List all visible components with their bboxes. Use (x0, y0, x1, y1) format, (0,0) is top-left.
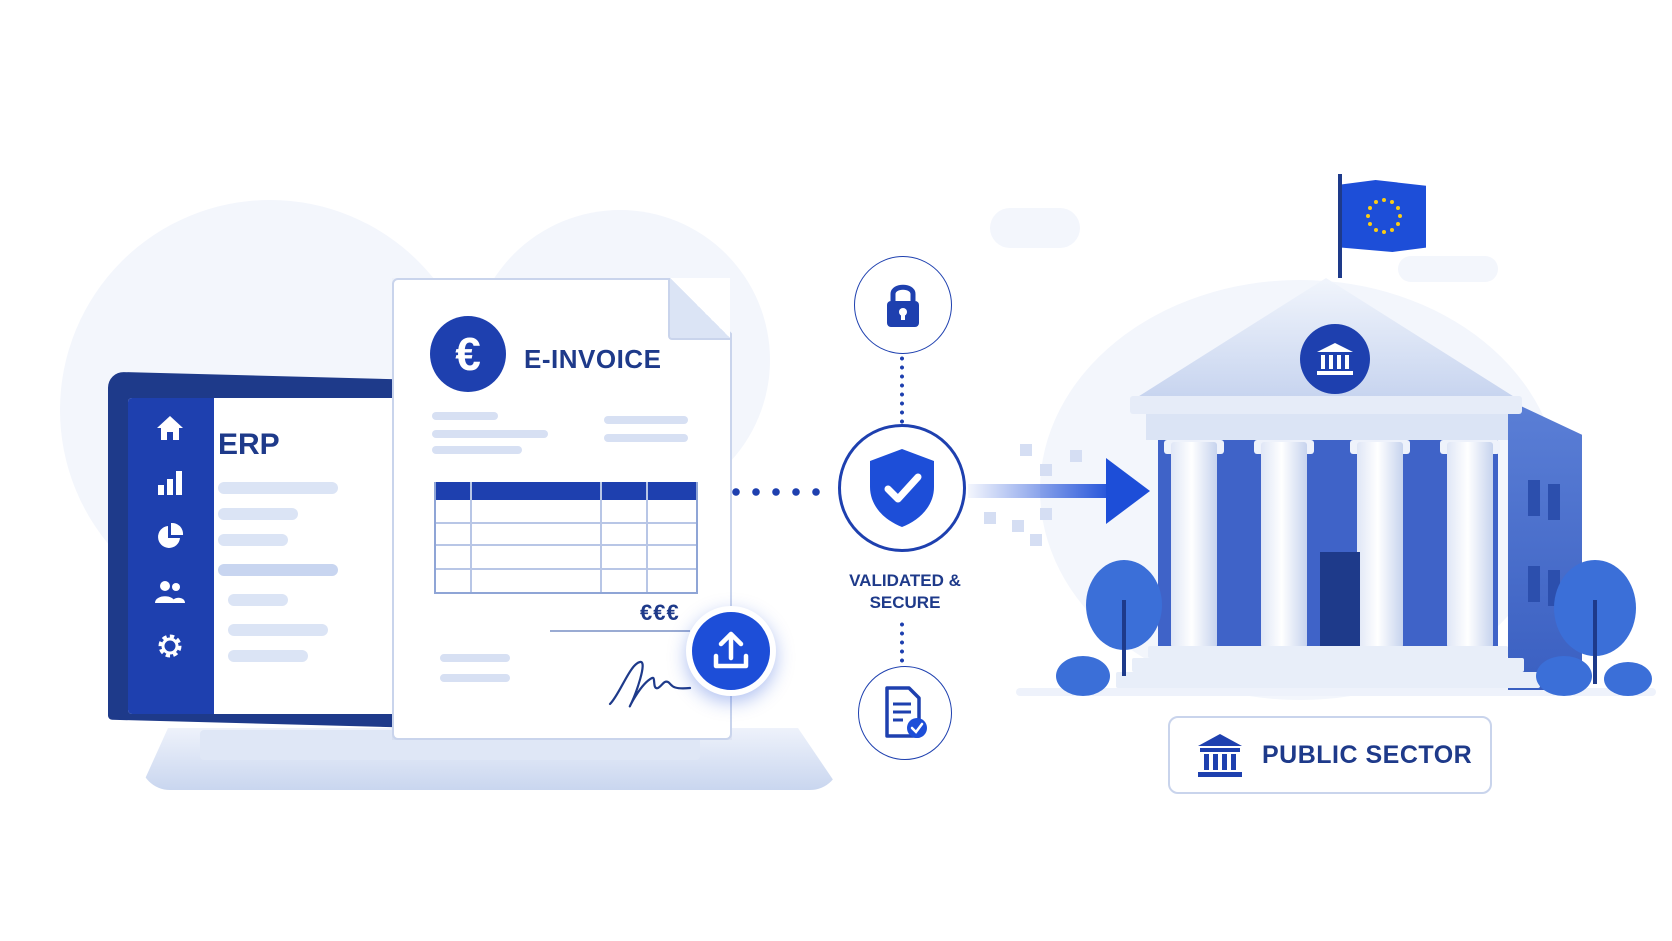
cloud (1398, 256, 1498, 282)
pixel-decoration (1030, 534, 1042, 546)
flag-pole (1338, 174, 1342, 278)
flow-connector (900, 354, 904, 424)
building-step (1148, 646, 1508, 658)
pixel-decoration (984, 512, 996, 524)
euro-icon: € (430, 316, 506, 392)
table-header (436, 482, 696, 500)
invoice-amount: €€€ (640, 600, 680, 625)
flow-connector (900, 620, 904, 666)
public-sector-label: PUBLIC SECTOR (1262, 740, 1473, 769)
building-door (1320, 552, 1360, 656)
flow-connector (726, 488, 826, 496)
flow-arrow (968, 484, 1116, 498)
document-check-icon (858, 666, 952, 760)
erp-title: ERP (218, 428, 280, 461)
building-window (1528, 566, 1540, 602)
pixel-decoration (1070, 450, 1082, 462)
pixel-decoration (1040, 464, 1052, 476)
gear-icon[interactable] (148, 624, 192, 668)
validation-label-line: SECURE (869, 593, 941, 612)
upload-button[interactable] (686, 606, 776, 696)
bush (1536, 656, 1592, 696)
building-window (1528, 480, 1540, 516)
upload-icon (713, 631, 749, 669)
document-text-line (604, 434, 688, 442)
cloud (990, 208, 1080, 248)
table-divider (436, 568, 696, 570)
arrow-head-icon (1106, 458, 1150, 524)
validation-label: VALIDATED & SECURE (830, 570, 980, 614)
pixel-decoration (1040, 508, 1052, 520)
signature-line (550, 630, 690, 632)
building-column (1261, 442, 1307, 648)
building-step (1132, 658, 1524, 672)
table-divider (470, 482, 472, 592)
document-text-line (604, 416, 688, 424)
bush (1056, 656, 1110, 696)
validation-label-line: VALIDATED & (849, 571, 961, 590)
document-fold (668, 278, 730, 340)
invoice-line-items-table (434, 482, 698, 594)
pixel-decoration (1020, 444, 1032, 456)
erp-content-bar (228, 650, 308, 662)
invoice-title: E-INVOICE (524, 344, 662, 374)
building-entablature (1146, 414, 1508, 440)
lock-icon (854, 256, 952, 354)
tree-trunk (1122, 600, 1126, 676)
building-column (1357, 442, 1403, 648)
document-text-line (440, 674, 510, 682)
eu-flag-icon (1342, 180, 1426, 252)
pixel-decoration (1012, 520, 1024, 532)
government-building-icon (1198, 734, 1242, 777)
erp-content-bar (218, 482, 338, 494)
erp-content-bar (228, 594, 288, 606)
document-text-line (440, 654, 510, 662)
bar-chart-icon[interactable] (148, 460, 192, 504)
table-divider (646, 482, 648, 592)
building-column (1171, 442, 1217, 648)
pie-chart-icon[interactable] (148, 514, 192, 558)
erp-content-bar (228, 624, 328, 636)
building-column (1447, 442, 1493, 648)
table-divider (600, 482, 602, 592)
document-text-line (432, 412, 498, 420)
shield-check-icon (838, 424, 966, 552)
erp-content-bar (218, 564, 338, 576)
signature (608, 660, 692, 708)
erp-sidebar (128, 398, 214, 714)
erp-content-bar (218, 534, 288, 546)
bush (1604, 662, 1652, 696)
table-divider (436, 544, 696, 546)
building-cornice (1130, 396, 1522, 414)
users-icon[interactable] (148, 570, 192, 614)
building-step (1116, 672, 1540, 688)
erp-content-bar (218, 508, 298, 520)
home-icon[interactable] (148, 406, 192, 450)
document-text-line (432, 430, 548, 438)
bank-icon (1300, 324, 1370, 394)
tree-trunk (1593, 600, 1597, 684)
building-window (1548, 484, 1560, 520)
table-divider (436, 522, 696, 524)
ground (1016, 688, 1656, 696)
erp-window: ERP (128, 398, 428, 714)
public-sector-label-box: PUBLIC SECTOR (1168, 716, 1492, 794)
document-text-line (432, 446, 522, 454)
